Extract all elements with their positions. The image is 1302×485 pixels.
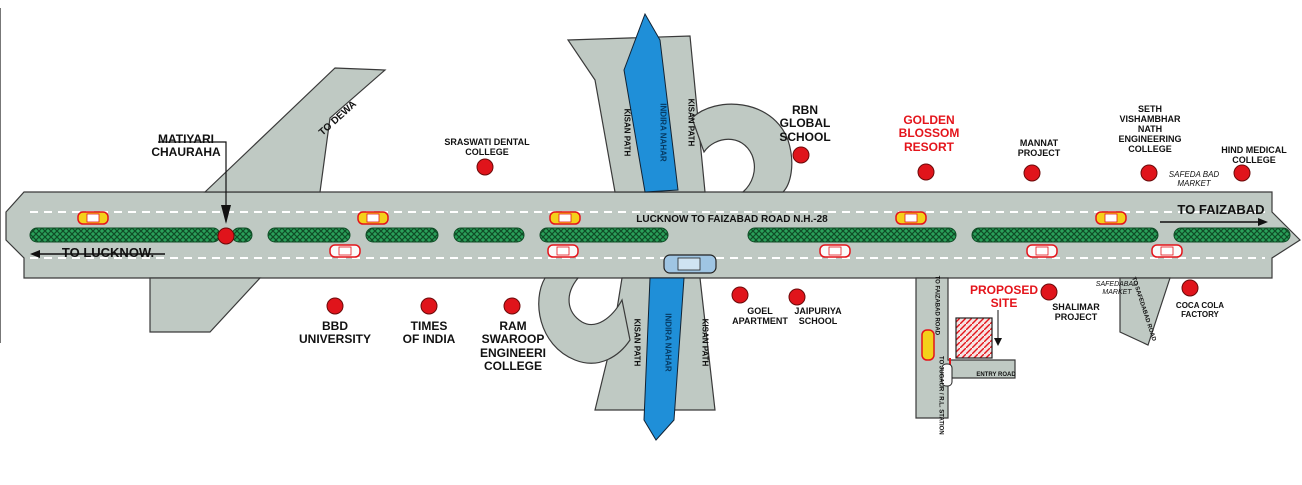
mannat-label: MANNAT PROJECT	[1017, 138, 1061, 159]
car-icon	[1095, 211, 1127, 225]
kisan-path-north-right-label: KISAN PATH	[686, 98, 696, 147]
car-icon	[941, 363, 953, 387]
arrow-icon	[994, 338, 1002, 346]
proposed-site-label: PROPOSED SITE	[969, 283, 1038, 311]
seth-college-label: SETH VISHAMBHAR NATH ENGINEERING COLLEGE	[1118, 104, 1182, 155]
to-faizabad-label: TO FAIZABAD	[1177, 202, 1265, 217]
bbd-university-label: BBD UNIVERSITY	[298, 319, 371, 347]
car-icon	[1151, 244, 1183, 258]
safedabad-road	[1119, 277, 1171, 346]
arrow-icon	[221, 205, 231, 224]
entry-road-label: ENTRY ROAD	[976, 372, 1016, 378]
indira-nahar-south-label: INDIRA NAHAR	[663, 313, 673, 372]
goel-apartment-label: GOEL APARTMENT	[732, 306, 788, 327]
arrow-icon	[30, 250, 165, 258]
jaipuriya-school-label: JAIPURIYA SCHOOL	[794, 306, 842, 327]
kisan-path-south-left-label: KISAN PATH	[632, 318, 642, 367]
car-icon	[895, 211, 927, 225]
car-icon	[921, 329, 935, 361]
medians	[29, 227, 1291, 243]
faizabad-road-small-label: TO FAIZABAD ROAD	[933, 275, 940, 336]
golden-blossom-label: GOLDEN BLOSSOM RESORT	[898, 113, 960, 154]
hind-medical-label: HIND MEDICAL COLLEGE	[1221, 145, 1287, 166]
car-icon	[819, 244, 851, 258]
indira-nahar-north-label: INDIRA NAHAR	[658, 103, 668, 162]
highway-name-label: LUCKNOW TO FAIZABAD ROAD N.H.-28	[636, 214, 828, 225]
north-loop	[691, 103, 793, 193]
kisan-path-north-left-label: KISAN PATH	[622, 108, 632, 157]
matiyari-pointer	[158, 141, 227, 222]
indira-nahar-south	[643, 277, 685, 441]
south-loop	[538, 277, 631, 364]
safedabad-market-label: SAFEDABAD MARKET	[1095, 281, 1139, 296]
site-side-road	[915, 277, 1016, 419]
car-icon	[549, 211, 581, 225]
rbn-school-label: RBN GLOBAL SCHOOL	[779, 103, 831, 144]
lower-left-road	[149, 277, 262, 333]
arrow-icon	[1160, 218, 1268, 226]
jugaur-road-small-label: TO JUGAUR / R.L. STATION	[937, 356, 944, 435]
ram-swaroop-label: RAM SWAROOP ENGINEERI COLLEGE	[479, 319, 546, 374]
car-icon	[329, 244, 361, 258]
matiyari-chauraha-label: MATIYARI CHAURAHA	[151, 132, 221, 160]
sraswati-dental-label: SRASWATI DENTAL COLLEGE	[444, 137, 530, 158]
dewa-road	[203, 67, 387, 193]
car-icon	[77, 211, 109, 225]
indira-nahar-north	[623, 12, 679, 193]
coca-cola-label: COCA COLA FACTORY	[1175, 301, 1225, 319]
car-icon	[357, 211, 389, 225]
car-icon	[1026, 244, 1058, 258]
car-icon	[547, 244, 579, 258]
kisan-path-south-right-label: KISAN PATH	[700, 318, 710, 367]
to-lucknow-label: TO LUCKNOW.	[61, 245, 155, 260]
proposed-site-plot	[955, 317, 993, 359]
car-icon	[663, 254, 717, 274]
times-of-india-label: TIMES OF INDIA	[402, 319, 456, 347]
red-circle-icon	[217, 146, 1251, 315]
shalimar-label: SHALIMAR PROJECT	[1052, 302, 1100, 323]
safeda-bad-market-label: SAFEDA BAD MARKET	[1168, 170, 1220, 188]
